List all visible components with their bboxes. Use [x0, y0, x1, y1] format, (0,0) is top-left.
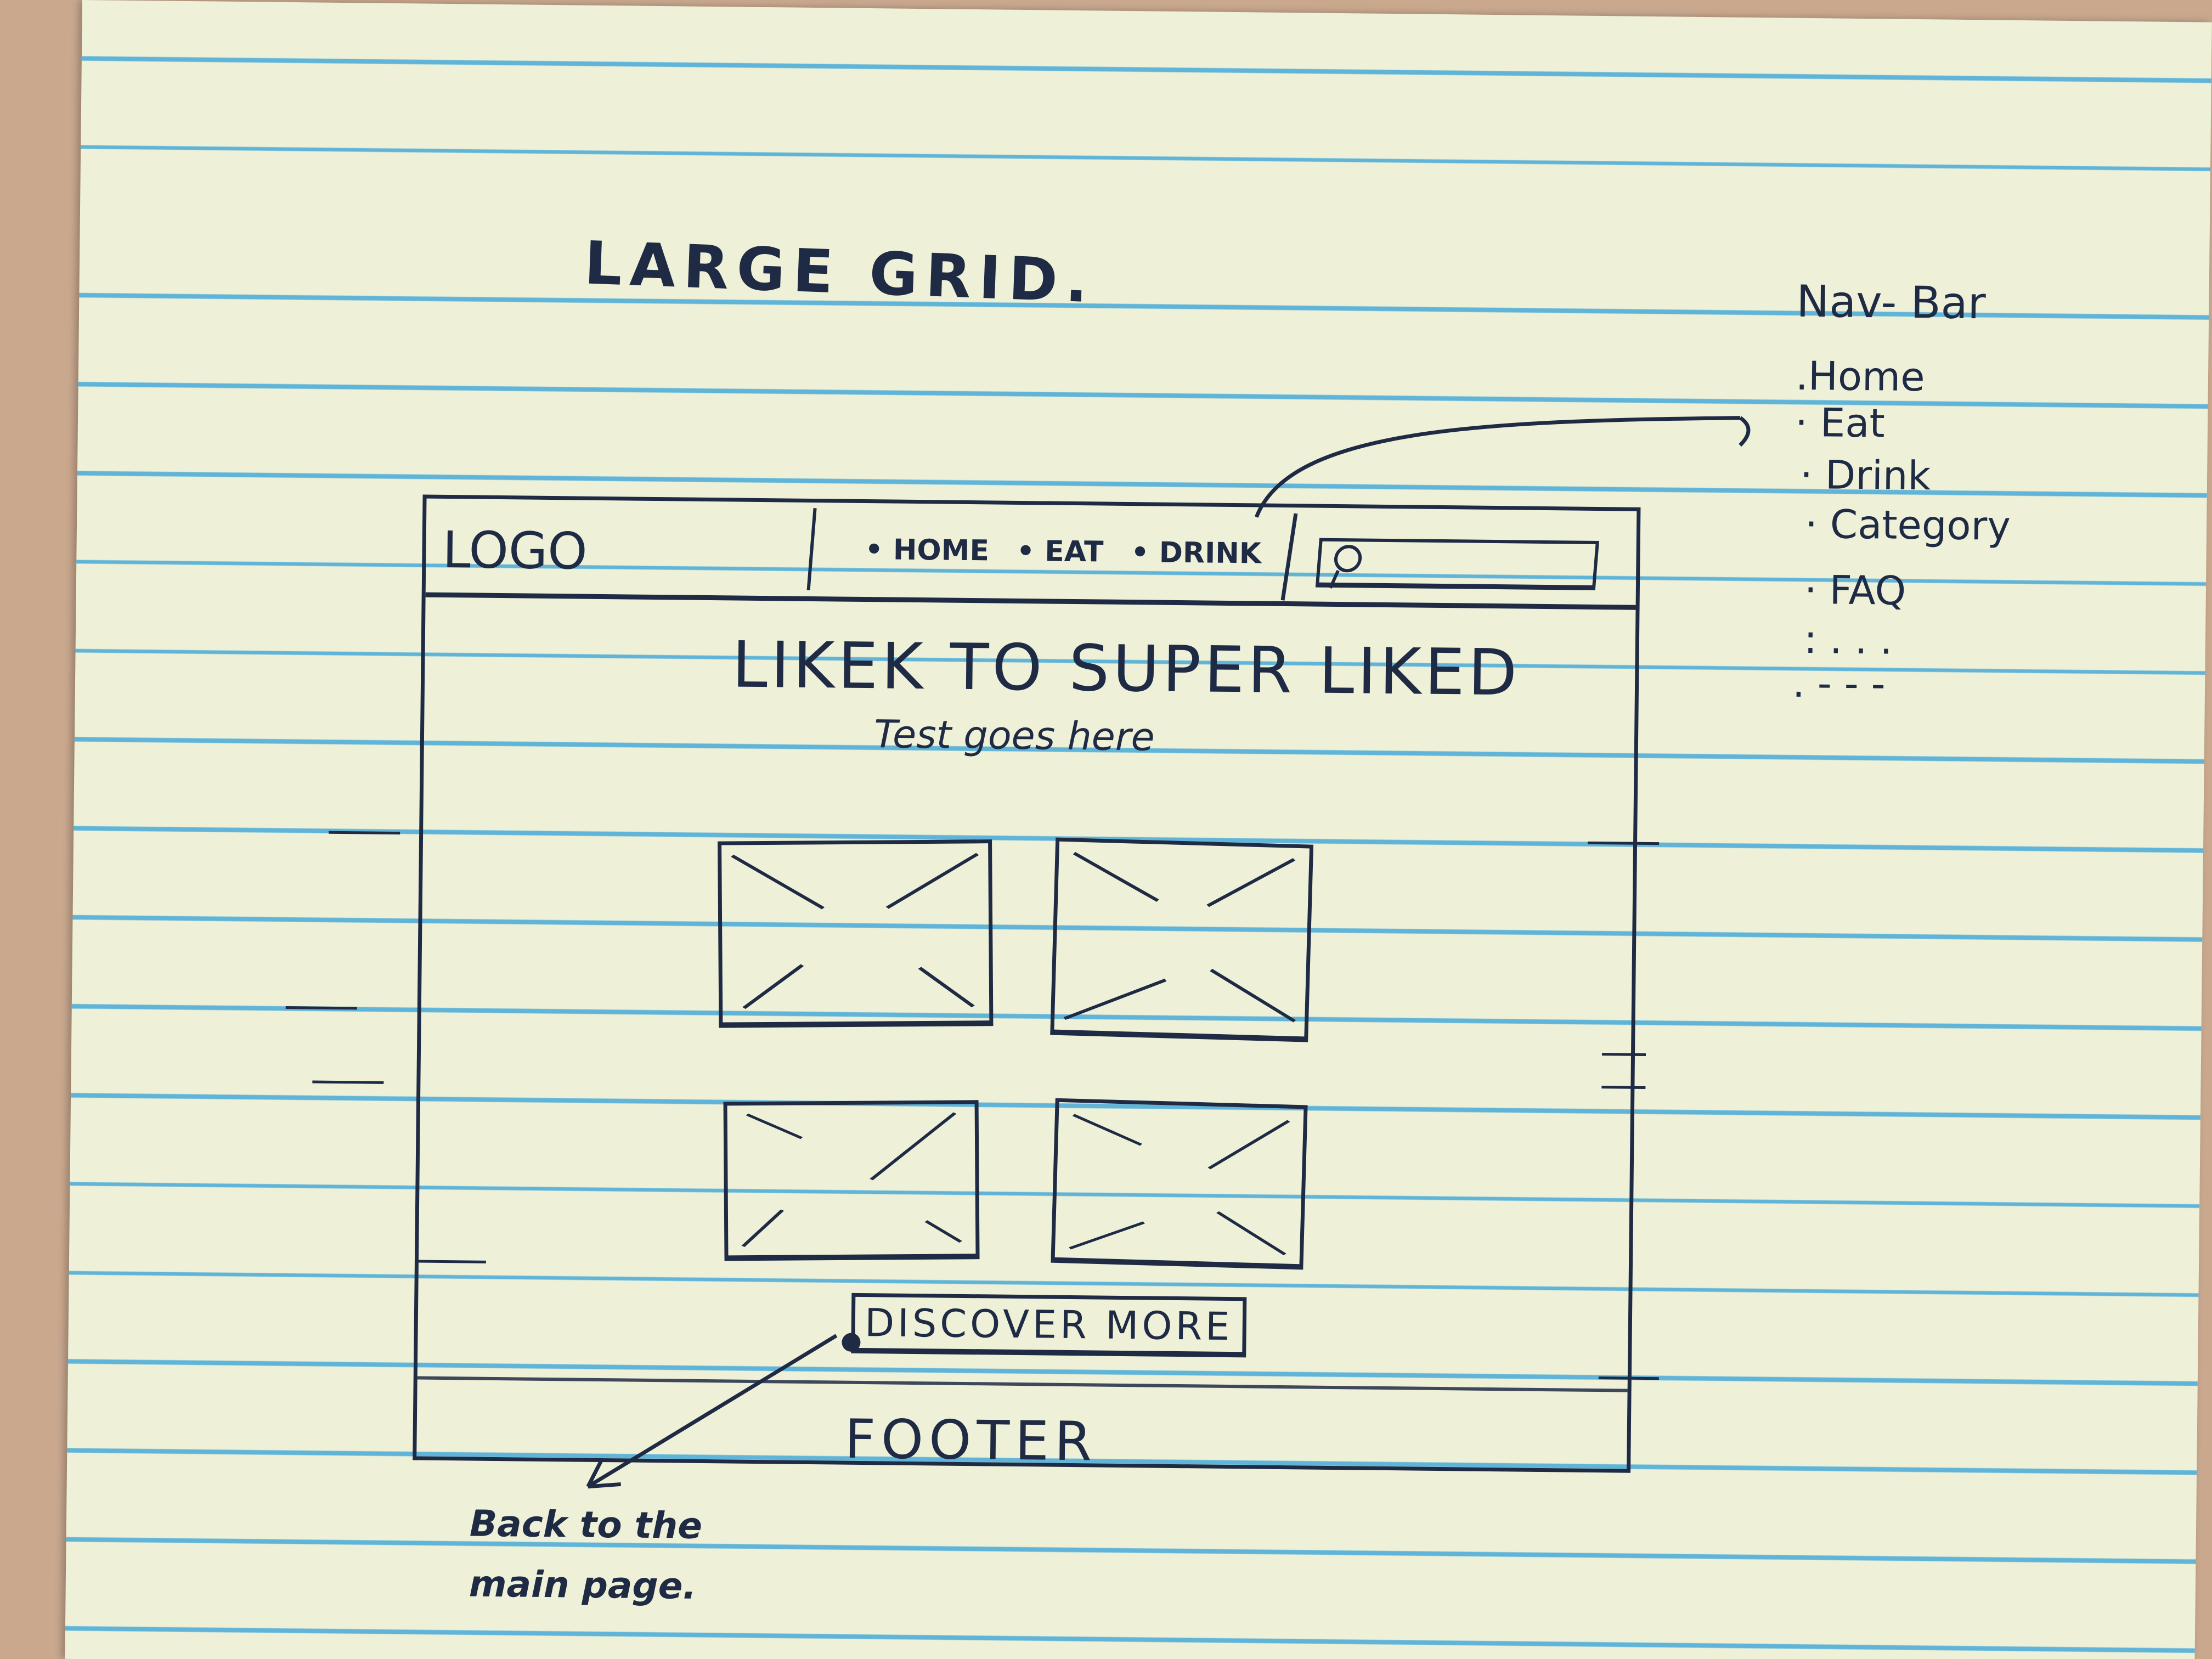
back-note: Back to the main page.	[469, 1502, 703, 1607]
arrow-head	[586, 1458, 621, 1489]
nav-divider	[1280, 513, 1298, 601]
footer: FOOTER	[844, 1408, 1098, 1474]
arrow-head	[1739, 416, 1751, 447]
logo[interactable]: LOGO	[442, 520, 588, 581]
nav-note-item: .Home	[1795, 352, 1925, 400]
footer-divider	[417, 1376, 1628, 1392]
margin-tick	[1601, 1086, 1646, 1089]
margin-tick	[285, 1006, 357, 1010]
wireframe-frame: LOGO HOME EAT DRINK LIKEK TO SUPER LIKED…	[413, 494, 1641, 1474]
nav-notes-title: Nav- Bar	[1796, 275, 1987, 329]
image-placeholder-icon	[741, 1112, 962, 1247]
nav-note-item: : . . .	[1803, 616, 1893, 663]
nav-note-item: · Drink	[1799, 451, 1931, 499]
grid-image-placeholder[interactable]	[718, 839, 994, 1028]
image-placeholder-icon	[1069, 1114, 1290, 1256]
discover-more-label: DISCOVER MORE	[864, 1300, 1233, 1349]
hero-subtitle: Test goes here	[873, 712, 1155, 760]
nav-links: HOME EAT DRINK	[865, 533, 1262, 571]
grid-image-placeholder[interactable]	[1051, 1098, 1308, 1270]
margin-tick	[329, 831, 400, 835]
nav-note-item: · FAQ	[1804, 566, 1906, 614]
image-placeholder-icon	[1063, 851, 1296, 1023]
search-input[interactable]	[1315, 538, 1599, 590]
wireframe-nav-bar: LOGO HOME EAT DRINK	[425, 498, 1637, 610]
discover-more-button[interactable]: DISCOVER MORE	[842, 1293, 1247, 1358]
grid-image-placeholder[interactable]	[723, 1100, 980, 1261]
nav-note-item: · Category	[1804, 500, 2011, 549]
nav-note-item: . - - -	[1792, 659, 1886, 707]
image-placeholder-icon	[731, 853, 979, 1009]
nav-note-item: · Eat	[1795, 399, 1886, 447]
hero-title: LIKEK TO SUPER LIKED	[731, 628, 1521, 710]
lined-paper-sheet: LARGE GRID. Nav- Bar .Home · Eat · Drink…	[65, 0, 2212, 1659]
nav-link-drink[interactable]: DRINK	[1131, 536, 1261, 571]
margin-tick	[312, 1080, 384, 1084]
button-annotation-dot	[842, 1333, 861, 1352]
nav-divider	[806, 507, 817, 590]
search-icon	[1333, 544, 1363, 573]
nav-link-home[interactable]: HOME	[865, 533, 990, 568]
grid-image-placeholder[interactable]	[1050, 837, 1314, 1042]
sheet-title: LARGE GRID.	[583, 229, 1097, 317]
nav-link-eat[interactable]: EAT	[1017, 535, 1104, 568]
margin-tick	[1602, 1053, 1646, 1056]
